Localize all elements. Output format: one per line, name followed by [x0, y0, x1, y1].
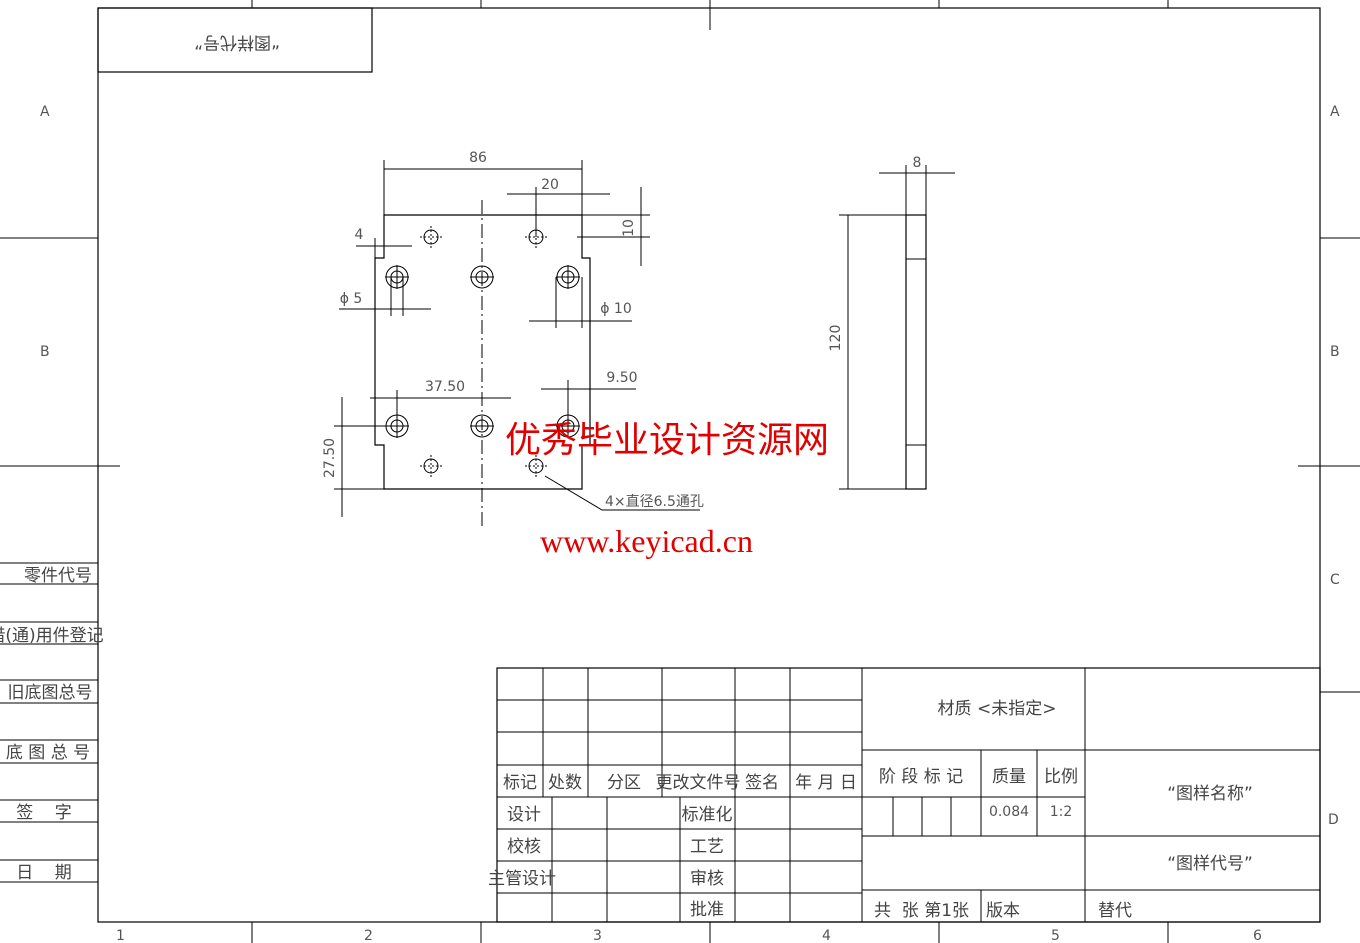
rev-header-date: 年 月 日 — [795, 773, 857, 793]
zone-label-a-right: A — [1330, 104, 1340, 120]
rev-header-doc: 更改文件号 — [656, 773, 741, 793]
top-left-code-text: “图样代号” — [194, 32, 280, 52]
sign-check: 校核 — [507, 837, 541, 857]
sign-review: 审核 — [690, 869, 724, 889]
sign-design: 设计 — [507, 805, 541, 825]
sign-standard: 标准化 — [682, 805, 733, 825]
replaces-label: 替代 — [1098, 901, 1132, 921]
rev-header-mark: 标记 — [503, 773, 537, 793]
dim-top-offset: 10 — [621, 219, 637, 237]
watermark-url: www.keyicad.cn — [540, 523, 753, 559]
dimension-lines — [334, 160, 700, 517]
side-label-borrowed: 借(通)用件登记 — [0, 626, 104, 646]
zone-label-a-left: A — [40, 104, 50, 120]
zone-label-2: 2 — [364, 928, 373, 943]
side-label-date: 日 期 — [16, 863, 72, 883]
zone-label-6: 6 — [1253, 928, 1262, 943]
drawing-code: “图样代号” — [1167, 854, 1253, 874]
material-label: 材质 <未指定> — [938, 699, 1057, 719]
hole — [525, 455, 547, 477]
version-label: 版本 — [986, 901, 1020, 921]
rev-header-sign: 签名 — [745, 773, 779, 793]
zone-label-d-right: D — [1328, 812, 1339, 828]
zone-label-1: 1 — [116, 928, 125, 943]
dim-hole-span: 37.50 — [425, 379, 465, 395]
top-left-code-box: “图样代号” — [97, 7, 373, 73]
dim-phi-small: ϕ 5 — [340, 291, 363, 307]
dim-width: 86 — [469, 150, 487, 166]
watermark-title: 优秀毕业设计资源网 — [505, 420, 829, 461]
side-view: 8 120 — [828, 155, 955, 490]
title-block: 标记 处数 分区 更改文件号 签名 年 月 日 设计 校核 主管设计 标准化 工… — [488, 667, 1321, 923]
sign-process: 工艺 — [690, 837, 724, 857]
sign-approve: 批准 — [690, 900, 724, 920]
sheet-count: 共 张 第1张 — [874, 901, 969, 921]
dim-bottom-offset: 27.50 — [322, 438, 338, 478]
rev-header-zone: 分区 — [607, 773, 641, 793]
hole-note: 4×直径6.5通孔 — [605, 493, 704, 510]
scale-label: 比例 — [1044, 767, 1078, 787]
zone-label-c-right: C — [1330, 572, 1340, 588]
hole — [385, 265, 409, 289]
side-registration-column: 零件代号 借(通)用件登记 旧底图总号 底 图 总 号 签 字 日 期 — [0, 562, 104, 883]
sign-chief: 主管设计 — [488, 869, 556, 889]
front-view: 86 20 10 4 ϕ 5 ϕ 10 37.50 9.50 27.50 4×直… — [322, 150, 704, 527]
stage-mark-label: 阶 段 标 记 — [879, 767, 963, 787]
side-label-master: 底 图 总 号 — [6, 743, 90, 763]
side-label-part-code: 零件代号 — [24, 566, 92, 586]
zone-label-b-right: B — [1330, 344, 1340, 360]
mass-label: 质量 — [992, 767, 1026, 787]
hole — [420, 226, 442, 248]
drawing-name: “图样名称” — [1167, 784, 1253, 804]
mass-value: 0.084 — [989, 804, 1029, 820]
dim-hole-pitch: 20 — [541, 177, 559, 193]
hole — [470, 265, 494, 289]
zone-label-b-left: B — [40, 344, 50, 360]
rev-header-count: 处数 — [548, 773, 582, 793]
hole — [470, 414, 494, 438]
dim-step: 4 — [355, 227, 364, 243]
dim-edge-offset: 9.50 — [606, 370, 637, 386]
side-label-old-master: 旧底图总号 — [8, 683, 93, 703]
dim-phi-large: ϕ 10 — [600, 301, 632, 317]
hole — [556, 265, 580, 289]
scale-value: 1:2 — [1050, 804, 1073, 820]
zone-label-4: 4 — [822, 928, 831, 943]
dim-height: 120 — [828, 325, 844, 352]
zone-label-3: 3 — [593, 928, 602, 943]
side-label-signature: 签 字 — [16, 803, 72, 823]
zone-label-5: 5 — [1051, 928, 1060, 943]
hole — [420, 455, 442, 477]
dim-thickness: 8 — [913, 155, 922, 171]
